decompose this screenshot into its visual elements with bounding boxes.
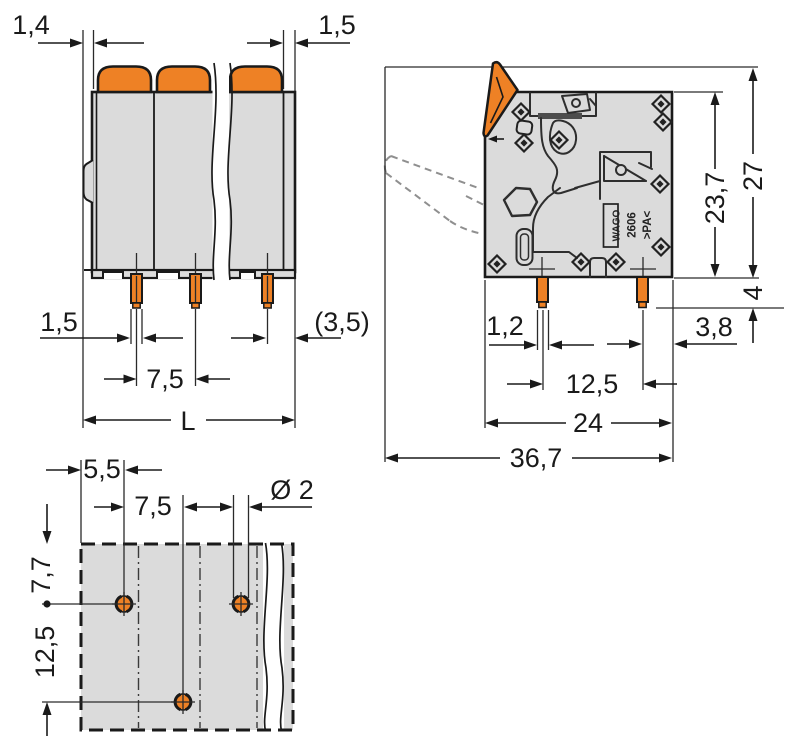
side-molded-diamonds [487,94,673,274]
product-marking: WAGO 2606 >PA< [602,203,654,248]
marking-material: >PA< [642,210,654,239]
drill-hole [112,592,136,616]
side-lever-orange [482,60,519,138]
dim-side-pin-width: 1,2 [486,311,524,341]
side-bottom-notch [589,257,607,278]
front-break-lines [211,62,233,281]
dim-dot-terminator [43,600,51,608]
dim-plan-hole-pitch: 7,5 [134,491,172,521]
plan-extension-lines [42,460,250,703]
operating-tool-dashed [383,155,485,235]
front-latch [82,159,94,204]
front-pushbuttons [96,65,284,94]
dim-front-end-offset: (3,5) [314,307,370,337]
side-dimensions: 23,7 27 4 1,2 3,8 12,5 24 36,7 [385,68,768,473]
marking-brand: WAGO [612,209,623,241]
dim-plan-hole-diameter: Ø 2 [270,475,314,505]
dim-front-total-length: L [180,406,195,436]
dim-side-total-depth: 36,7 [510,443,563,473]
pushbutton-3 [228,65,284,94]
drilling-plan-view: 5,5 7,5 Ø 2 7,7 12,5 [26,454,314,736]
dim-front-pin-width: 1,5 [40,307,78,337]
drill-holes [112,592,253,714]
plan-break-lines [263,541,285,733]
dim-plan-row-offset: 7,7 [26,556,56,594]
plan-dashed-outline [79,542,295,732]
dim-side-total-height: 27 [738,161,768,191]
side-housing-body [483,90,674,279]
dim-side-body-depth: 24 [573,408,603,438]
front-housing-body [90,90,297,274]
dim-front-pin-pitch: 7,5 [146,364,184,394]
solder-pin [130,273,143,309]
dim-plan-row-spacing: 12,5 [30,626,60,679]
solder-pin [189,273,202,309]
drill-hole [171,690,195,714]
dim-plan-edge-to-hole: 5,5 [83,454,121,484]
front-view: 1,4 1,5 1,5 (3,5) 7,5 L [12,10,370,436]
dim-side-body-height: 23,7 [700,172,730,225]
dim-front-right-wall: 1,5 [318,10,356,40]
drill-hole [229,592,253,616]
marking-series: 2606 [627,212,639,238]
front-housing [82,90,297,280]
side-internal-mechanism [502,92,653,278]
side-view: WAGO 2606 >PA< 23,7 27 4 1,2 3,8 12,5 [383,60,784,473]
dim-side-pin-spacing: 12,5 [566,369,619,399]
plan-centerlines [137,546,258,728]
front-solder-pins [130,273,274,309]
front-dimensions: 1,4 1,5 1,5 (3,5) 7,5 L [12,10,370,436]
dim-side-edge-offset: 3,8 [695,312,733,342]
pushbutton-1 [96,65,153,94]
solder-pin [261,273,274,309]
dim-side-pin-length: 4 [738,285,768,300]
side-extension-lines [384,66,784,462]
lever-direction-arrow-icon [488,135,504,143]
pushbutton-2 [155,65,212,94]
dim-front-left-wall: 1,4 [12,10,50,40]
plan-dimensions: 5,5 7,5 Ø 2 7,7 12,5 [26,454,314,736]
side-lever-inner-line [489,76,504,124]
side-solder-pins [536,276,649,309]
